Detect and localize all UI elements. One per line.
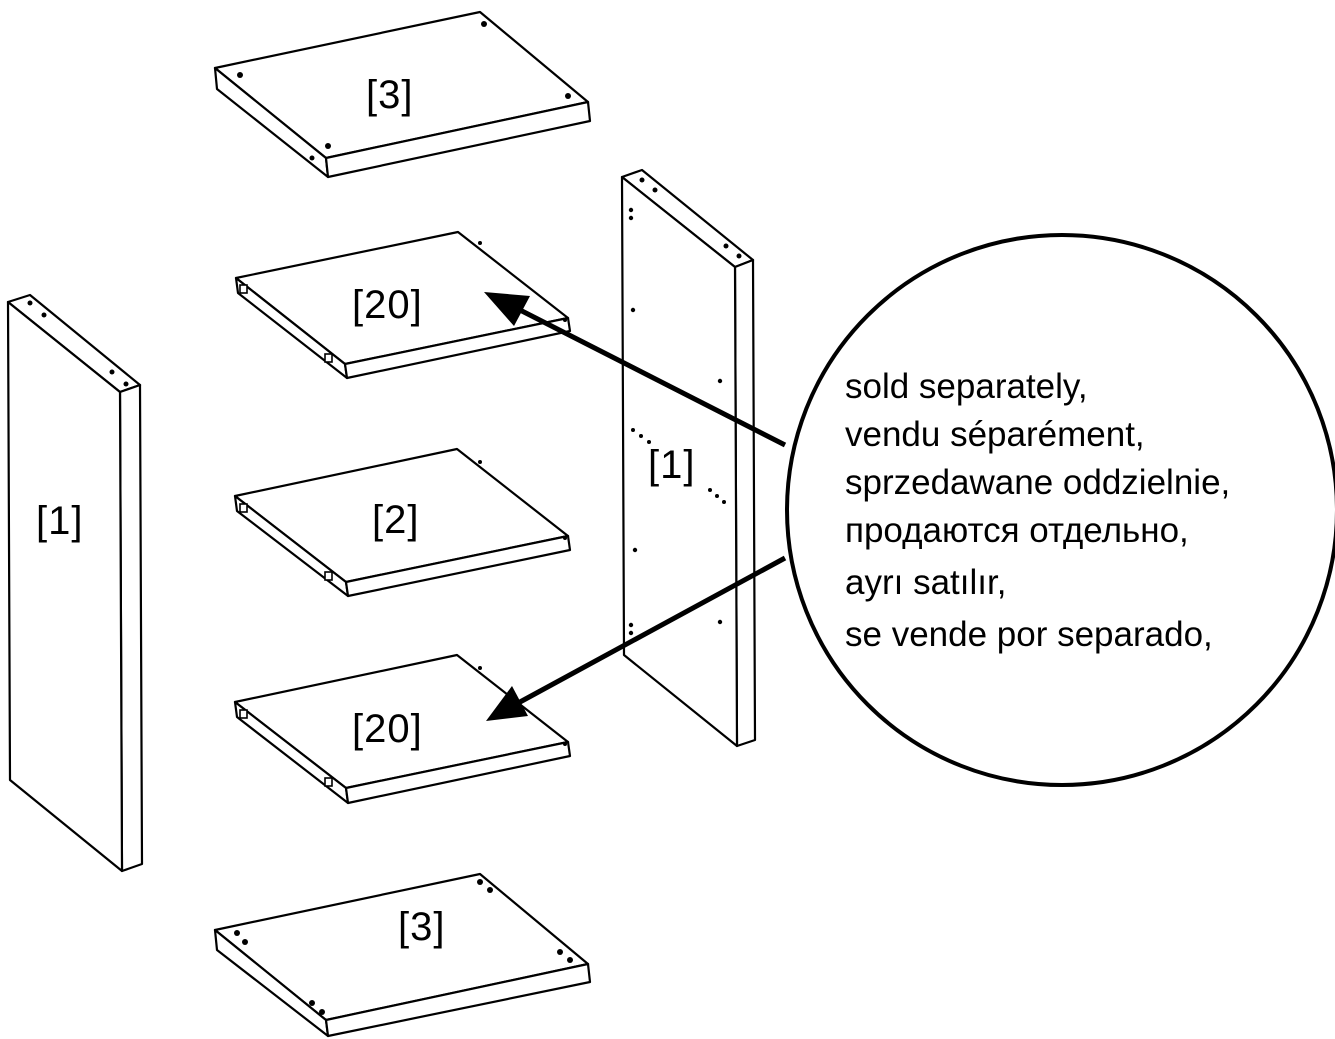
note-line-polish: sprzedawane oddzielnie, bbox=[845, 463, 1230, 502]
bottom-board-label: [3] bbox=[398, 905, 445, 949]
callout-bubble: sold separately, vendu séparément, sprze… bbox=[785, 233, 1335, 787]
upper-shelf: [20] bbox=[234, 230, 572, 380]
bottom-board: [3] bbox=[213, 872, 592, 1038]
note-line-russian: продаются отдельно, bbox=[845, 511, 1189, 550]
left-side-panel: [1] bbox=[6, 293, 144, 873]
middle-shelf-label: [2] bbox=[372, 498, 419, 542]
upper-shelf-label: [20] bbox=[352, 283, 423, 327]
note-line-english: sold separately, bbox=[845, 367, 1088, 406]
right-side-label: [1] bbox=[648, 443, 695, 487]
arrow-to-lower-shelf bbox=[486, 555, 787, 721]
lower-shelf: [20] bbox=[233, 653, 572, 805]
middle-shelf: [2] bbox=[233, 447, 572, 598]
left-side-label: [1] bbox=[36, 499, 83, 543]
top-board-label: [3] bbox=[366, 73, 413, 117]
right-side-panel: [1] bbox=[620, 168, 757, 748]
arrow-to-upper-shelf bbox=[484, 292, 787, 448]
note-line-turkish: ayrı satılır, bbox=[845, 563, 1006, 602]
lower-shelf-label: [20] bbox=[352, 707, 423, 751]
top-board: [3] bbox=[213, 10, 592, 179]
note-line-french: vendu séparément, bbox=[845, 415, 1145, 454]
note-line-spanish: se vende por separado, bbox=[845, 615, 1213, 654]
